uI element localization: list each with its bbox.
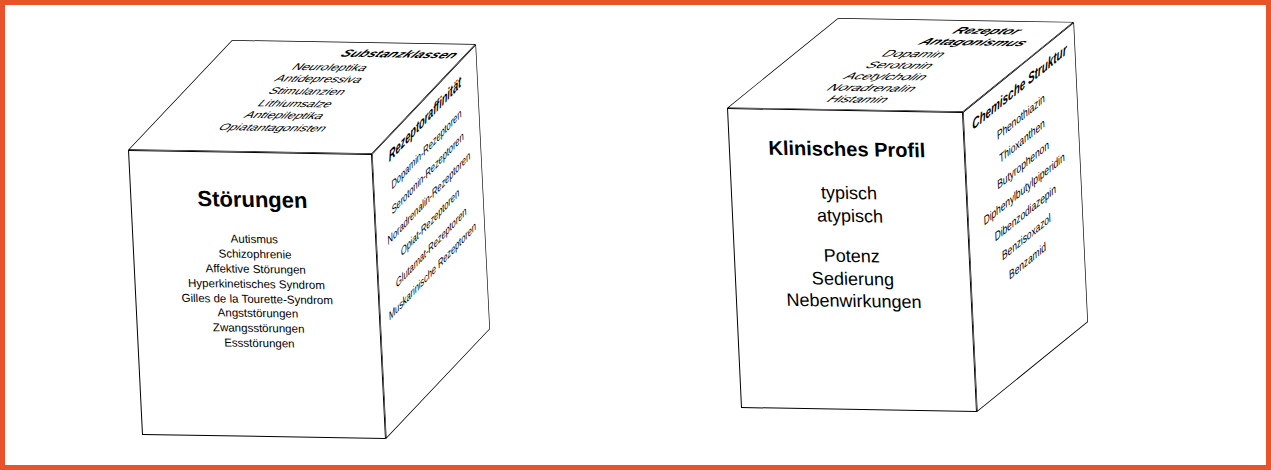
face-heading: Rezeptor Antagonismus: [902, 24, 1060, 49]
face-item: Antiepileptika: [240, 109, 328, 122]
face-item: Affektive Störungen: [205, 262, 306, 277]
face-item: Hyperkinetisches Syndrom: [188, 277, 325, 293]
cube-face: StörungenAutismusSchizophrenieAffektive …: [128, 150, 386, 439]
face-item: Lithiumsalze: [254, 97, 337, 110]
face-content: Klinisches Profil typischatypischPotenzSe…: [735, 135, 965, 316]
face-item: Zwangsstörungen: [213, 321, 305, 336]
face-item: atypisch: [816, 205, 883, 228]
face-item: Autismus: [230, 233, 278, 248]
face-heading: Substanzklassen: [337, 47, 462, 61]
face-item: Antidepressiva: [271, 73, 367, 86]
face-item: Histamin: [822, 93, 894, 105]
face-item: Essstörungen: [224, 336, 295, 351]
face-item: Schizophrenie: [218, 248, 292, 263]
face-content: StörungenAutismusSchizophrenieAffektive …: [139, 185, 373, 353]
face-item: Potenz: [823, 246, 880, 269]
face-heading: Klinisches Profil: [768, 136, 926, 163]
face-item: Stimulanzien: [265, 85, 350, 98]
face-item: typisch: [820, 183, 877, 206]
face-item: Neuroleptika: [288, 61, 372, 74]
face-item: Dopamin: [877, 48, 951, 60]
face-item: Acetylcholin: [839, 70, 933, 83]
orange-border: [3, 3, 1269, 468]
face-item: Nebenwirkungen: [786, 290, 922, 314]
face-item: Sedierung: [811, 268, 894, 291]
face-item: Noradrenalin: [822, 82, 922, 95]
face-item: Gilles de la Tourette-Syndrom: [181, 291, 333, 307]
face-heading: Störungen: [197, 186, 308, 214]
face-item: Angststörungen: [217, 307, 298, 322]
face-item: Serotonin: [861, 59, 939, 71]
face-item: Opiatantagonisten: [215, 121, 331, 134]
cube-face: Klinisches Profil typischatypischPotenzSe…: [727, 108, 977, 412]
